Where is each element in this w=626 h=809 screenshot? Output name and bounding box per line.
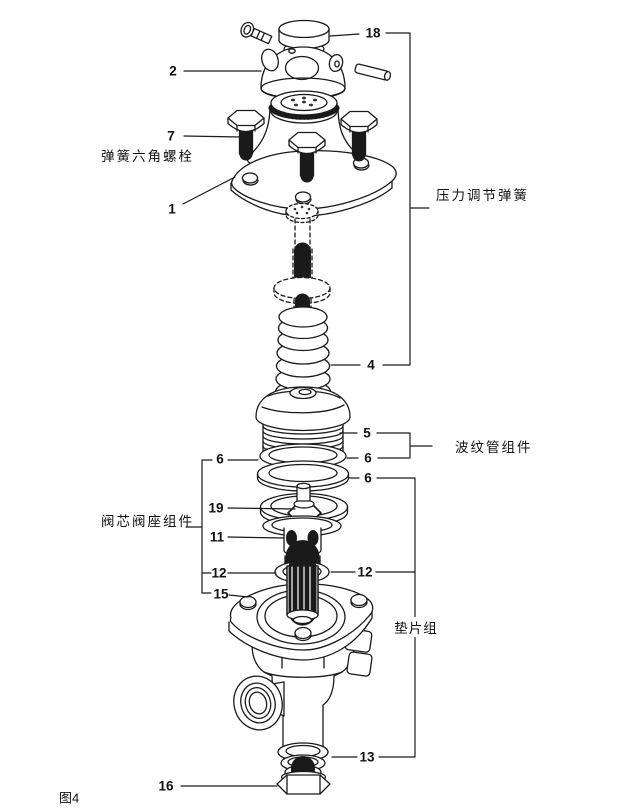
callout-6-right: 6 <box>364 450 372 466</box>
small-screw <box>240 21 273 45</box>
knurled-ring <box>268 90 340 124</box>
label-spring-hex-bolt: 弹簧六角螺栓 <box>101 149 194 164</box>
bracket-pressure-spring <box>329 32 430 366</box>
callout-1: 1 <box>168 201 176 217</box>
callout-19: 19 <box>208 500 224 516</box>
filter-screen-15 <box>286 554 319 627</box>
dome-body-2 <box>260 46 346 100</box>
misc-leaders <box>180 70 278 787</box>
roll-pin <box>354 63 392 81</box>
callout-7: 7 <box>167 128 175 144</box>
callout-12-right: 12 <box>357 564 373 580</box>
bracket-bellows <box>339 432 433 459</box>
label-bellows-assembly: 波纹管组件 <box>455 440 533 455</box>
label-valve-core-seat-assembly: 阀芯阀座组件 <box>101 514 194 529</box>
label-gasket-set: 垫片组 <box>391 617 441 637</box>
threaded-port <box>233 675 285 731</box>
leader-lines <box>180 32 433 787</box>
figure-caption: 图4 <box>59 790 80 806</box>
callout-16: 16 <box>158 778 174 794</box>
callout-15: 15 <box>213 586 229 602</box>
bottom-nut-16 <box>276 770 331 795</box>
diaphragm-ring-6 <box>256 460 350 492</box>
callout-12-left: 12 <box>211 565 227 581</box>
callout-18: 18 <box>365 25 381 41</box>
spring-housing-flange-1 <box>230 150 397 217</box>
bellows-assembly-5 <box>255 386 351 469</box>
callout-6-left: 6 <box>216 451 224 467</box>
lock-nut-hidden <box>285 202 319 224</box>
callout-5: 5 <box>363 425 371 441</box>
callout-11: 11 <box>209 529 225 545</box>
callout-4: 4 <box>367 357 375 373</box>
bracket-core-seat <box>185 459 296 598</box>
callout-2: 2 <box>169 63 177 79</box>
callout-6-lower: 6 <box>364 470 372 486</box>
label-pressure-adjusting-spring: 压力调节弹簧 <box>436 188 529 203</box>
callout-13: 13 <box>359 749 375 765</box>
